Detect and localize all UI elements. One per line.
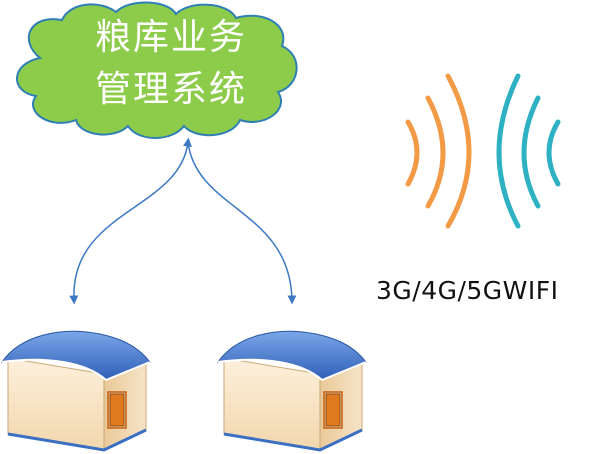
wave-orange-2: [425, 95, 446, 209]
wireless-label: 3G/4G/5GWIFI: [376, 276, 559, 305]
wireless-waves-orange: [405, 73, 472, 229]
cloud-title-line-2: 管理系统: [94, 69, 247, 110]
connector-left: [69, 137, 192, 305]
connector-right: [187, 141, 297, 305]
connectors: [69, 137, 297, 305]
wave-teal-2: [521, 95, 541, 209]
warehouse-left-door-frame: [107, 391, 127, 429]
warehouse-right-base: [223, 428, 363, 452]
warehouse-right-door: [325, 393, 341, 427]
warehouse-left-base: [7, 428, 147, 452]
cloud-shape: [16, 1, 298, 139]
wave-teal-1: [496, 73, 521, 229]
warehouse-left-door: [109, 393, 125, 427]
wave-teal-3: [546, 119, 561, 187]
cloud-title-line-1: 粮库业务: [94, 17, 247, 58]
wave-orange-1: [405, 119, 420, 187]
wireless-waves-teal: [496, 73, 561, 229]
wave-orange-3: [445, 73, 472, 229]
warehouse-left: [0, 330, 151, 452]
warehouse-left-roof-edge: [1, 358, 151, 382]
warehouse-right-door-frame: [323, 391, 343, 429]
cloud-outline: [16, 1, 298, 139]
warehouse-right: [216, 330, 367, 452]
warehouse-right-roof-edge: [217, 358, 367, 382]
